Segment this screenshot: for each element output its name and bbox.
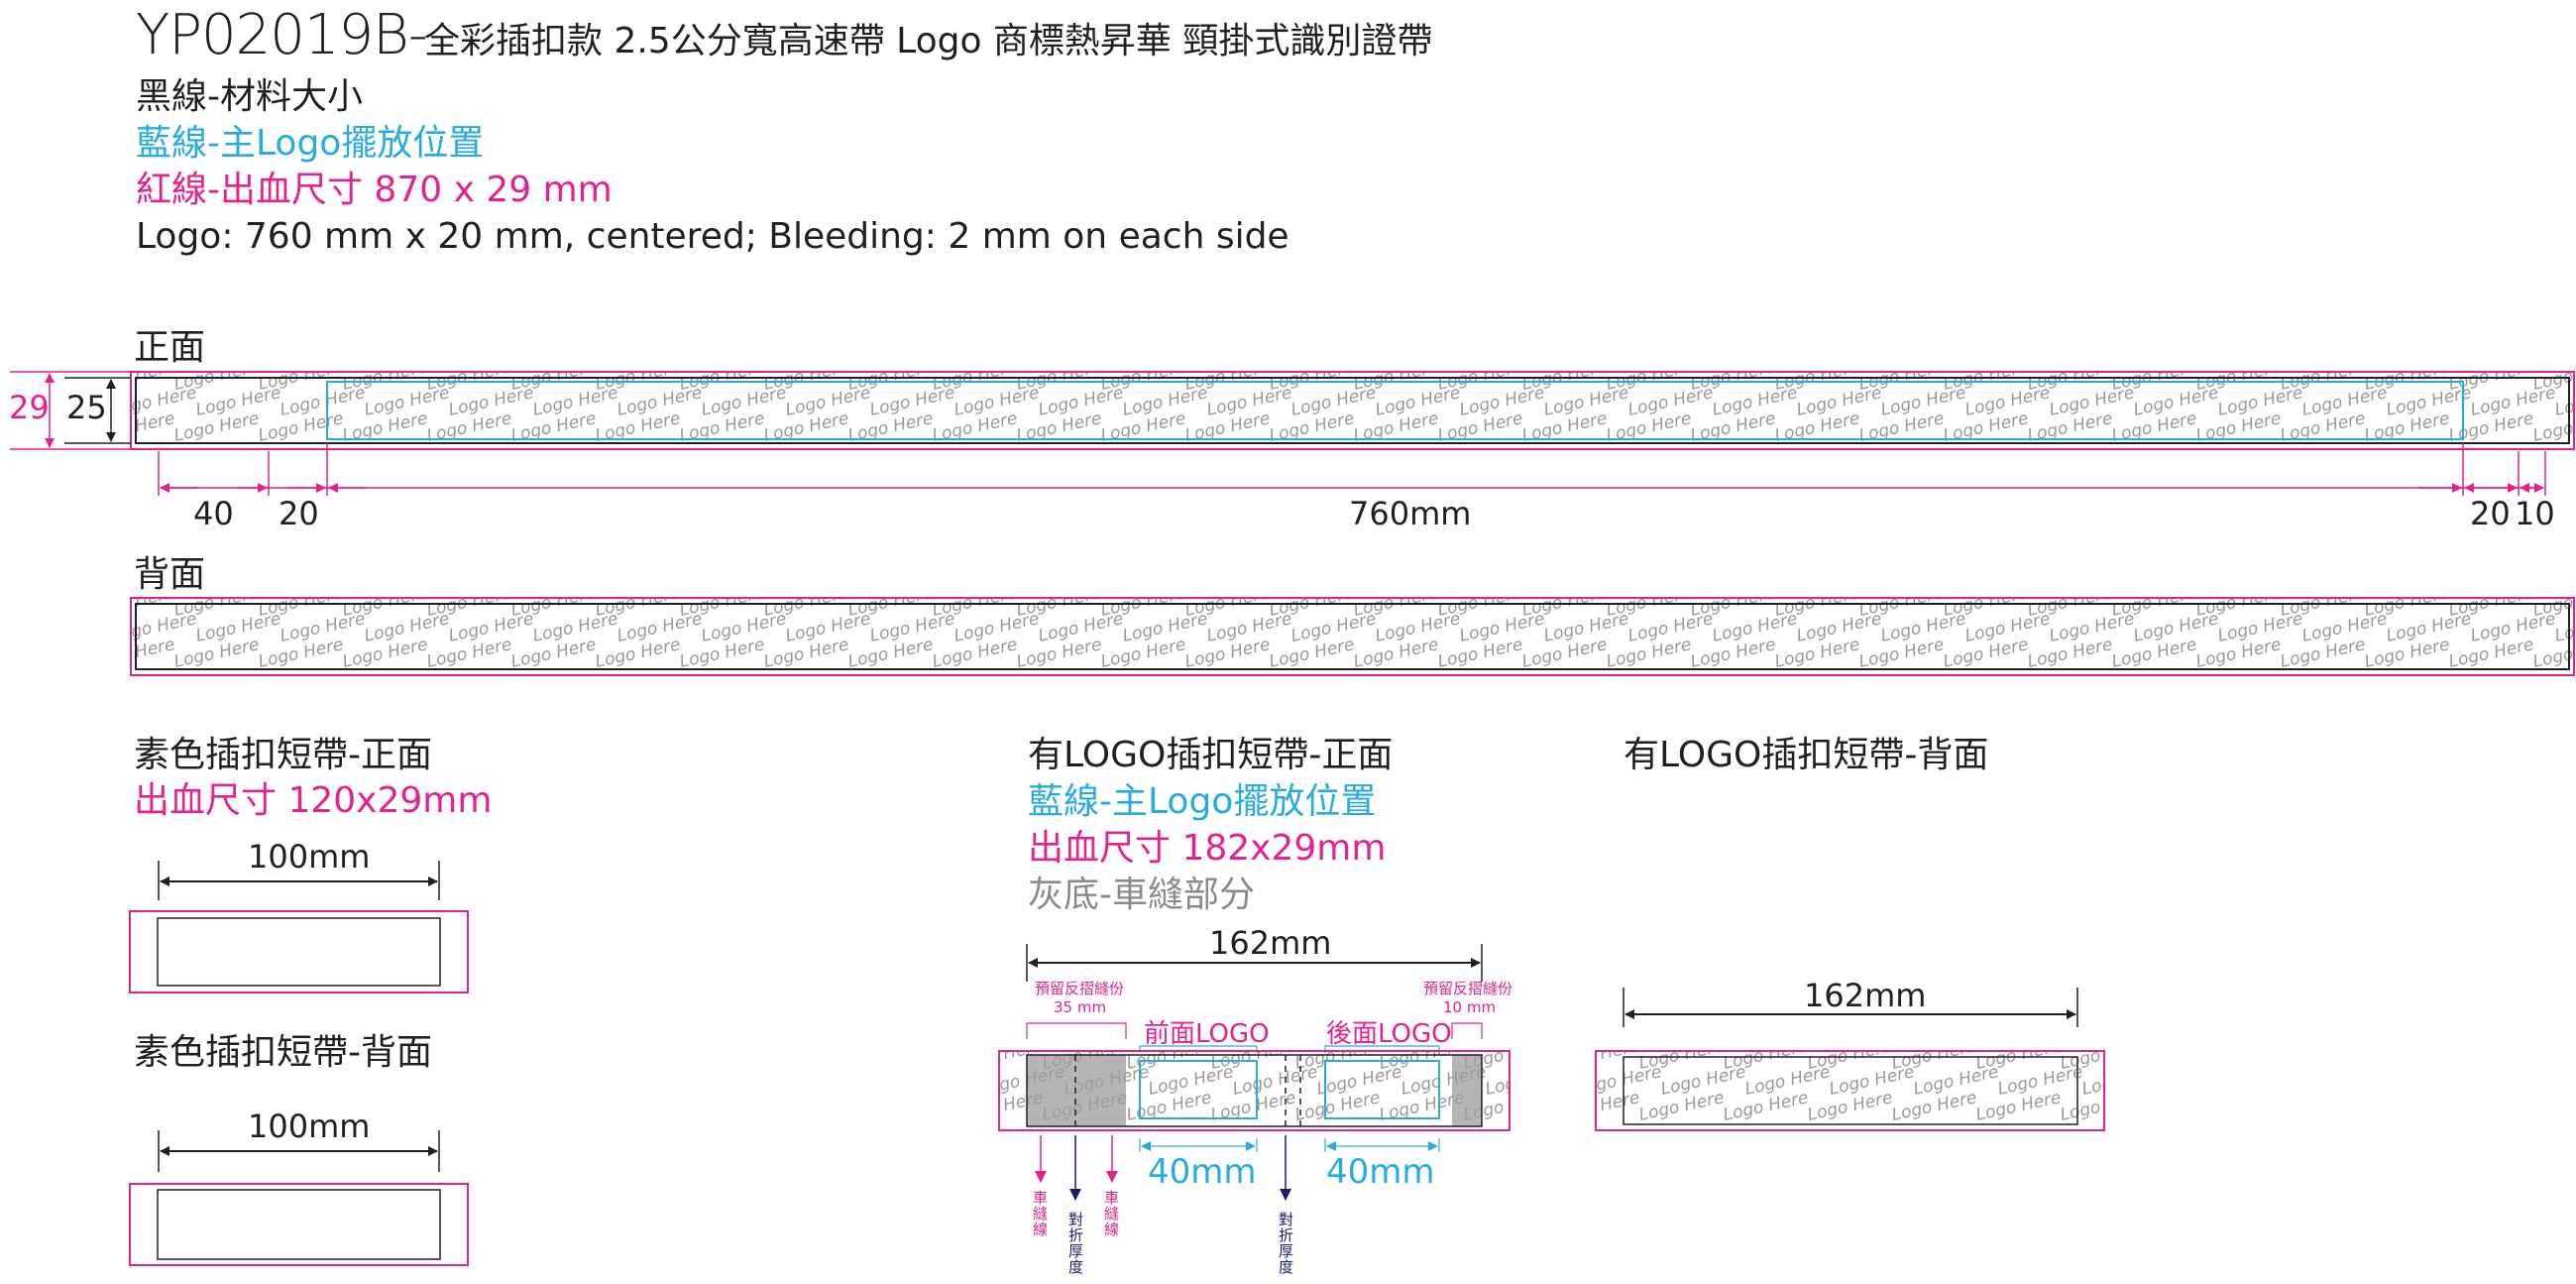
legend-logo-spec: Logo: 760 mm x 20 mm, centered; Bleeding… <box>136 216 1289 257</box>
logo-front-title: 有LOGO插扣短帶-正面 <box>1028 735 1394 775</box>
reserve-right-bracket <box>1451 1022 1483 1039</box>
legend-red-line: 紅線-出血尺寸 870 x 29 mm <box>136 170 613 210</box>
reserve-left-mm: 35 mm <box>1054 998 1107 1016</box>
front-logo-bracket <box>1139 1045 1258 1053</box>
plain-front-bleed-label: 出血尺寸 120x29mm <box>134 780 493 821</box>
reserve-right-label: 預留反摺縫份 <box>1423 980 1513 997</box>
logo-back-bleed <box>1595 1050 2105 1131</box>
front-bleed-line <box>130 371 2575 450</box>
logo-front-dim-label: 162mm <box>1209 924 1332 962</box>
dim-20-right-label: 20 <box>2470 495 2511 532</box>
back-logo-box <box>1324 1060 1440 1119</box>
dim-20-left-label: 20 <box>279 495 319 532</box>
plain-front-material <box>157 917 441 987</box>
front-logo-area-line <box>326 381 2464 440</box>
legend-blue-line: 藍線-主Logo擺放位置 <box>136 123 485 164</box>
fold-thickness-label-2: 對折厚度 <box>1279 1211 1294 1276</box>
dim-40a-label: 40mm <box>1148 1152 1257 1192</box>
front-material-line <box>135 377 2570 444</box>
dim-29-label: 29 <box>9 389 50 426</box>
reserve-left-bracket <box>1026 1022 1127 1039</box>
reserve-left-label: 預留反摺縫份 <box>1035 980 1125 997</box>
logo-front-blue-note: 藍線-主Logo擺放位置 <box>1028 781 1377 822</box>
pattern-text: Logo Here <box>1484 1062 1572 1100</box>
fold-thickness-label-1: 對折厚度 <box>1068 1211 1084 1276</box>
logo-front-gray-note: 灰底-車縫部分 <box>1028 875 1255 915</box>
legend-black-line: 黑線-材料大小 <box>136 76 363 117</box>
dim-40b-label: 40mm <box>1326 1152 1435 1192</box>
back-logo-label: 後面LOGO <box>1326 1019 1452 1049</box>
front-logo-box <box>1139 1060 1258 1119</box>
logo-back-dim-label: 162mm <box>1804 977 1927 1014</box>
sew-line-label-1: 車縫線 <box>1033 1189 1049 1238</box>
front-label: 正面 <box>134 327 206 368</box>
back-bleed-line <box>130 597 2575 676</box>
dim-40-label: 40 <box>193 495 234 532</box>
logo-back-title: 有LOGO插扣短帶-背面 <box>1624 735 1989 775</box>
plain-back-dim-label: 100mm <box>248 1108 371 1145</box>
sew-line-label-2: 車縫線 <box>1104 1189 1120 1238</box>
dim-10-label: 10 <box>2515 495 2555 532</box>
plain-front-title: 素色插扣短帶-正面 <box>134 735 432 775</box>
product-description: 全彩插扣款 2.5公分寬高速帶 Logo 商標熱昇華 頸掛式識別證帶 <box>424 21 1433 61</box>
logo-back-material <box>1623 1056 2078 1125</box>
back-logo-bracket <box>1324 1045 1440 1053</box>
plain-back-bleed <box>129 1183 469 1266</box>
logo-front-bleed <box>998 1050 1511 1131</box>
plain-front-bleed <box>129 910 469 993</box>
plain-front-dim-label: 100mm <box>248 838 371 875</box>
sew-gray-right <box>1452 1055 1482 1126</box>
back-label: 背面 <box>134 554 206 595</box>
product-code: YP02019B- <box>136 3 428 67</box>
sew-gray-left <box>1027 1055 1126 1126</box>
back-material-line <box>135 603 2570 670</box>
dim-760-label: 760mm <box>1349 495 1472 532</box>
front-logo-label: 前面LOGO <box>1144 1019 1270 1049</box>
plain-back-material <box>157 1189 441 1260</box>
logo-front-material <box>1026 1054 1483 1127</box>
dim-25-label: 25 <box>66 389 107 426</box>
logo-front-bleed-label: 出血尺寸 182x29mm <box>1028 828 1387 869</box>
reserve-right-mm: 10 mm <box>1443 998 1497 1016</box>
pattern-text: Logo Here <box>2080 1062 2169 1100</box>
plain-back-title: 素色插扣短帶-背面 <box>134 1032 432 1073</box>
